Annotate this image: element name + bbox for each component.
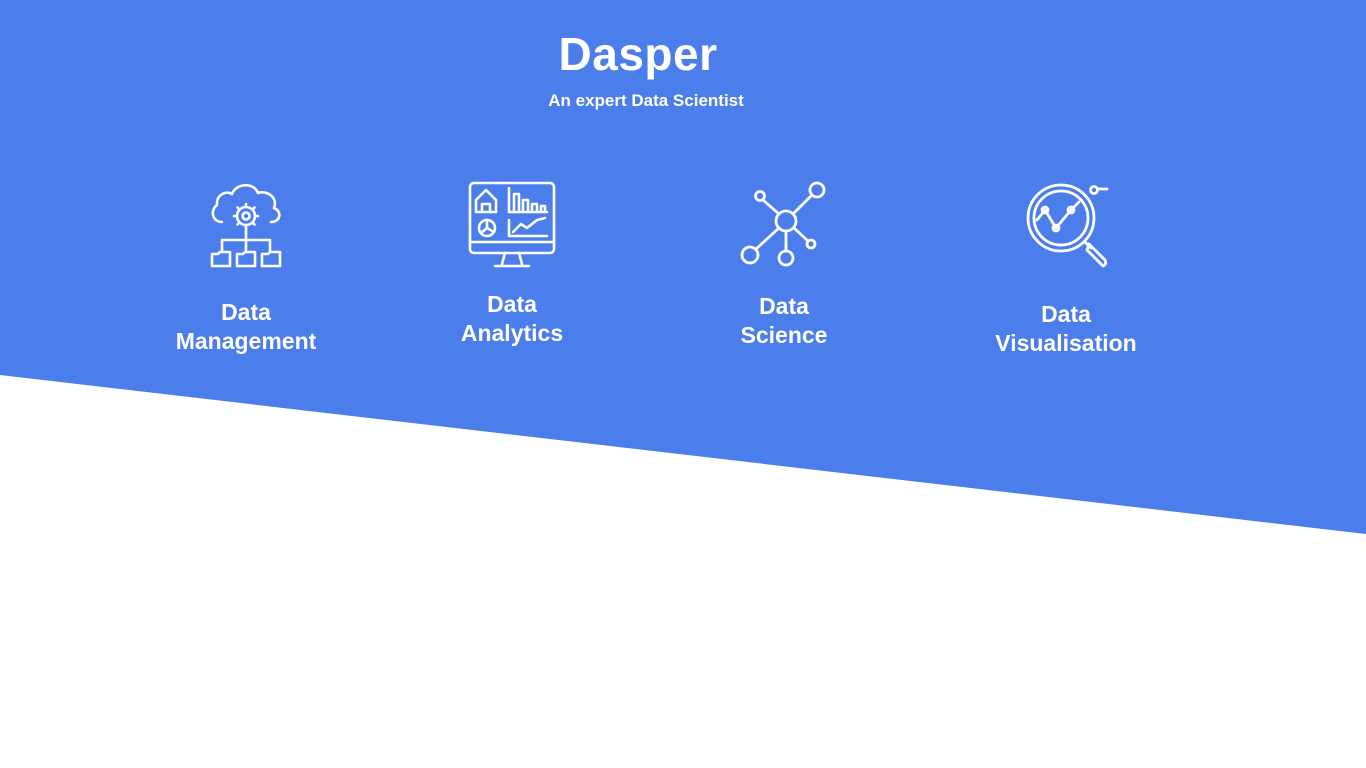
magnifier-chart-icon bbox=[1026, 183, 1109, 268]
service-label-line: Data bbox=[487, 291, 537, 317]
dashboard-monitor-icon bbox=[468, 181, 556, 268]
network-nodes-icon bbox=[740, 181, 826, 267]
cloud-network-icon bbox=[210, 183, 282, 268]
service-label-line: Visualisation bbox=[995, 330, 1137, 356]
service-label-line: Data bbox=[221, 299, 271, 325]
service-label-line: Management bbox=[175, 328, 317, 354]
service-label: Data Management bbox=[146, 298, 346, 356]
brand-subtitle: An expert Data Scientist bbox=[548, 91, 744, 110]
service-data-management[interactable]: Data Management bbox=[146, 180, 346, 356]
service-label: Data Science bbox=[684, 292, 884, 350]
service-data-science[interactable]: Data Science bbox=[684, 180, 884, 350]
service-label-line: Data bbox=[759, 293, 809, 319]
service-label: Data Visualisation bbox=[966, 300, 1166, 358]
service-label-line: Data bbox=[1041, 301, 1091, 327]
service-label: Data Analytics bbox=[412, 290, 612, 348]
service-label-line: Analytics bbox=[460, 320, 564, 346]
service-data-visualisation[interactable]: Data Visualisation bbox=[966, 180, 1166, 358]
service-label-line: Science bbox=[740, 322, 828, 348]
brand-title: Dasper bbox=[558, 28, 718, 80]
service-data-analytics[interactable]: Data Analytics bbox=[412, 180, 612, 348]
